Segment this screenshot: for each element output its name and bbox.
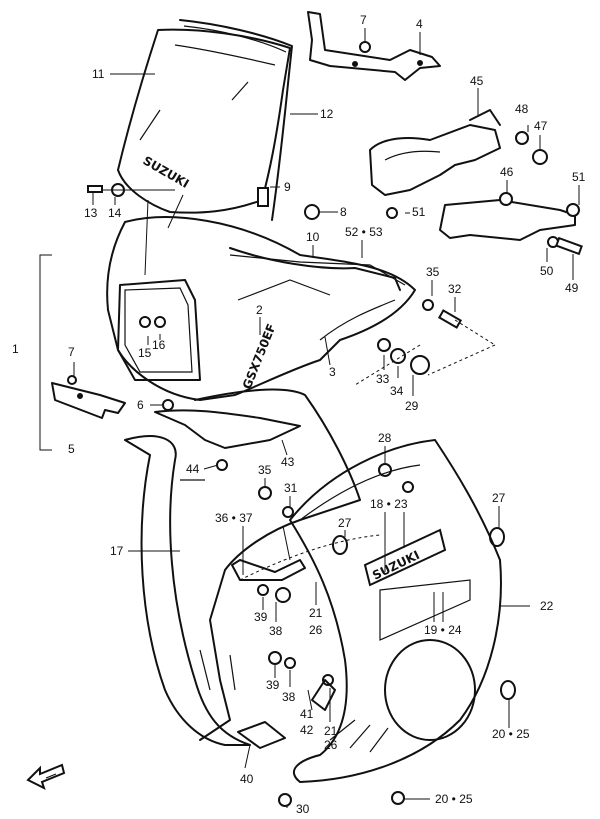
label-30: 30 xyxy=(296,802,310,816)
label-36-37: 36 • 37 xyxy=(215,511,253,525)
label-12: 12 xyxy=(320,107,334,121)
fairing-model-text: GSX750EF xyxy=(240,322,279,391)
label-3: 3 xyxy=(329,365,336,379)
label-39a: 39 xyxy=(254,610,268,624)
label-18-23: 18 • 23 xyxy=(370,497,408,511)
label-16: 16 xyxy=(152,338,166,352)
label-21a: 21 xyxy=(309,606,323,620)
label-29: 29 xyxy=(405,399,419,413)
bracket-45 xyxy=(369,109,501,196)
bracket-5 xyxy=(51,382,126,419)
label-46: 46 xyxy=(500,165,514,179)
bracket-41 xyxy=(311,679,336,711)
inner-panel xyxy=(229,247,401,291)
group-1-bracket xyxy=(39,254,52,451)
label-40: 40 xyxy=(240,772,254,786)
label-20-25b: 20 • 25 xyxy=(435,792,473,806)
label-42: 42 xyxy=(300,723,314,737)
windscreen-trim-edge xyxy=(183,25,287,53)
label-47: 47 xyxy=(534,119,548,133)
label-7a: 7 xyxy=(360,13,367,27)
bracket-4 xyxy=(307,11,441,81)
label-45: 45 xyxy=(470,74,484,88)
label-27a: 27 xyxy=(492,491,506,505)
label-21b: 21 xyxy=(324,724,338,738)
label-6: 6 xyxy=(137,398,144,412)
label-22: 22 xyxy=(540,599,554,613)
label-26a: 26 xyxy=(309,623,323,637)
callout-labels: 11 12 7 4 45 48 47 9 46 51 13 14 8 51 10… xyxy=(12,13,586,816)
label-8: 8 xyxy=(340,205,347,219)
label-20-25a: 20 • 25 xyxy=(492,727,530,741)
label-5: 5 xyxy=(68,442,75,456)
label-38a: 38 xyxy=(269,624,283,638)
label-26b: 26 xyxy=(324,738,338,752)
label-19-24: 19 • 24 xyxy=(424,623,462,637)
label-10: 10 xyxy=(306,230,320,244)
label-50: 50 xyxy=(540,264,554,278)
label-11: 11 xyxy=(92,67,105,81)
label-51b: 51 xyxy=(412,205,426,219)
label-44: 44 xyxy=(186,462,200,476)
label-51a: 51 xyxy=(572,170,586,184)
label-32: 32 xyxy=(448,282,462,296)
label-7b: 7 xyxy=(68,345,75,359)
label-43: 43 xyxy=(281,455,295,469)
label-14: 14 xyxy=(108,206,122,220)
bracket-40 xyxy=(237,721,286,749)
label-35a: 35 xyxy=(426,265,440,279)
label-31: 31 xyxy=(284,481,298,495)
label-1: 1 xyxy=(12,342,19,356)
label-52-53: 52 • 53 xyxy=(345,225,383,239)
label-39b: 39 xyxy=(266,678,280,692)
left-lower-fairing xyxy=(124,388,361,746)
label-2: 2 xyxy=(256,303,263,317)
label-33: 33 xyxy=(376,372,390,386)
label-34: 34 xyxy=(390,384,404,398)
label-17: 17 xyxy=(110,544,124,558)
windscreen-trim xyxy=(179,19,293,221)
label-35b: 35 xyxy=(258,463,272,477)
windscreen-brand-text: SUZUKI xyxy=(141,153,192,190)
label-41: 41 xyxy=(300,707,314,721)
label-4: 4 xyxy=(416,17,423,31)
label-49: 49 xyxy=(565,281,579,295)
label-48: 48 xyxy=(515,102,529,116)
leader-lines xyxy=(73,28,580,808)
label-28: 28 xyxy=(378,431,392,445)
bracket-46 xyxy=(439,192,576,248)
lower-brand-plate: SUZUKI xyxy=(363,528,447,587)
windscreen xyxy=(117,28,291,214)
label-13: 13 xyxy=(84,206,98,220)
label-38b: 38 xyxy=(282,690,296,704)
label-9: 9 xyxy=(284,180,291,194)
right-lower-fairing xyxy=(239,439,502,783)
label-15: 15 xyxy=(138,346,152,360)
label-27b: 27 xyxy=(338,516,352,530)
bracket-43 xyxy=(154,409,301,449)
front-arrow-icon xyxy=(26,763,66,790)
bracket-36 xyxy=(231,559,306,581)
